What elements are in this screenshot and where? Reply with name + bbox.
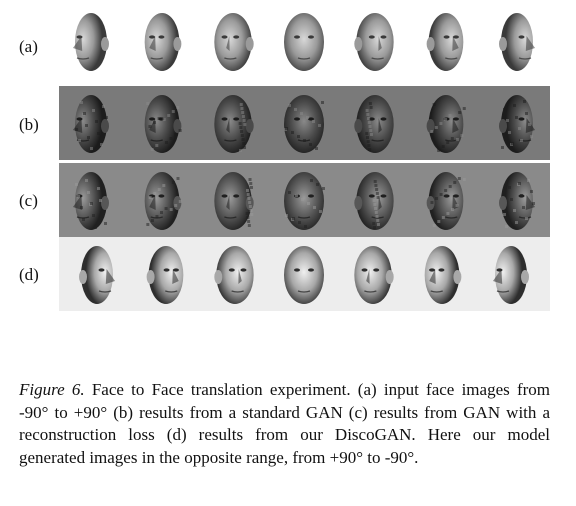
face-image bbox=[59, 163, 129, 237]
face-image bbox=[409, 237, 479, 311]
face-image bbox=[199, 4, 269, 78]
face-image bbox=[269, 237, 339, 311]
row-label-a: (a) bbox=[19, 37, 38, 56]
face-image bbox=[269, 163, 339, 237]
figure-caption: Figure 6. Face to Face translation exper… bbox=[19, 379, 550, 469]
face-image bbox=[409, 163, 479, 237]
face-image bbox=[199, 237, 269, 311]
caption-text: Face to Face translation experiment. (a)… bbox=[19, 380, 550, 467]
face-image bbox=[479, 4, 549, 78]
figure-label: Figure 6. bbox=[19, 380, 85, 399]
face-strip-gan-reconstruction bbox=[59, 163, 550, 237]
face-image bbox=[339, 237, 409, 311]
face-image bbox=[269, 4, 339, 78]
face-image bbox=[199, 86, 269, 160]
face-image bbox=[339, 4, 409, 78]
face-image bbox=[479, 163, 549, 237]
face-image bbox=[409, 86, 479, 160]
face-image bbox=[409, 4, 479, 78]
face-image bbox=[129, 163, 199, 237]
row-label-b: (b) bbox=[19, 115, 39, 134]
face-image bbox=[479, 86, 549, 160]
face-image bbox=[59, 237, 129, 311]
face-image bbox=[199, 163, 269, 237]
face-strip-input bbox=[59, 4, 550, 78]
face-image bbox=[129, 237, 199, 311]
row-label-c: (c) bbox=[19, 191, 38, 210]
face-image bbox=[479, 237, 549, 311]
face-image bbox=[59, 4, 129, 78]
face-image bbox=[269, 86, 339, 160]
face-image bbox=[129, 4, 199, 78]
face-image bbox=[59, 86, 129, 160]
row-label-d: (d) bbox=[19, 265, 39, 284]
face-image bbox=[129, 86, 199, 160]
face-strip-standard-gan bbox=[59, 86, 550, 160]
face-strip-discogan bbox=[59, 237, 550, 311]
face-image bbox=[339, 163, 409, 237]
face-image bbox=[339, 86, 409, 160]
